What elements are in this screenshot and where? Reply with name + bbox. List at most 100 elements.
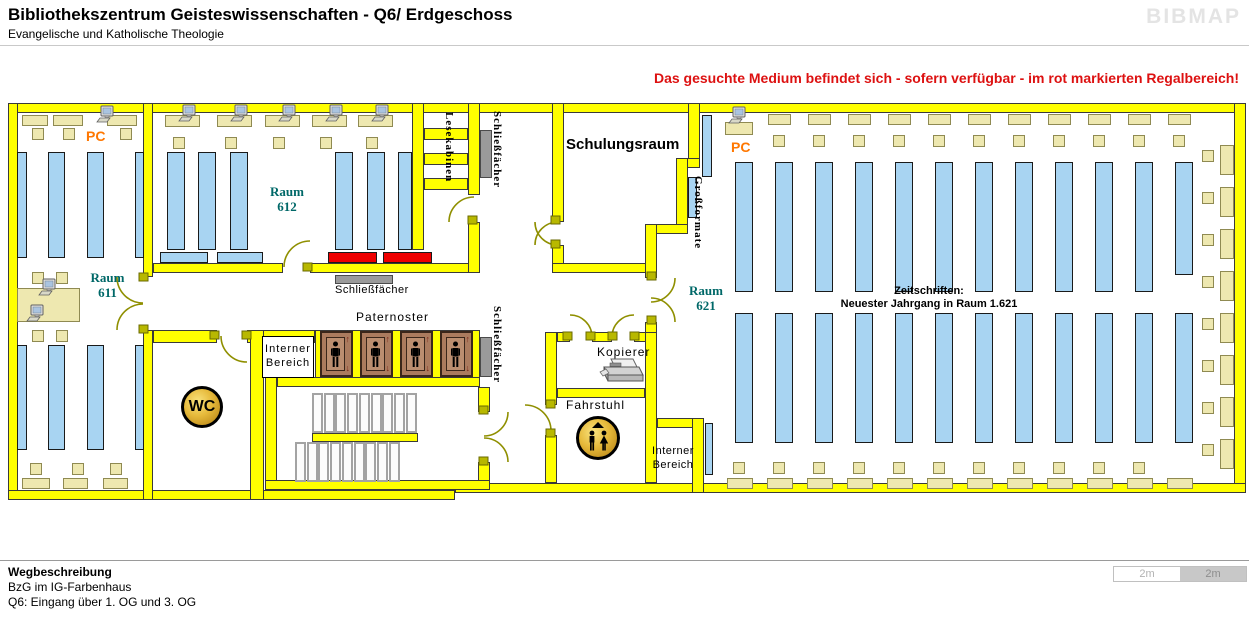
down-arrow-icon: ↓ — [425, 363, 431, 373]
scale-bar-segment-2: 2m — [1180, 567, 1246, 581]
bookshelf — [815, 162, 833, 292]
table — [53, 115, 83, 126]
wall — [424, 178, 468, 190]
label-fahrstuhl: Fahrstuhl — [566, 398, 626, 412]
down-arrow-icon: ↓ — [465, 363, 471, 373]
chair — [853, 135, 865, 147]
room-label-621-line1: Raum — [689, 283, 723, 298]
wall — [645, 224, 657, 278]
chair — [1053, 462, 1065, 474]
stair-step — [405, 393, 417, 433]
chair — [1013, 462, 1025, 474]
down-arrow-icon: ↓ — [385, 363, 391, 373]
label-interner-bereich-1: Interner Bereich — [262, 336, 314, 378]
table — [887, 478, 913, 489]
bookshelf — [935, 162, 953, 292]
bookshelf — [1015, 313, 1033, 443]
chair — [273, 137, 285, 149]
label-lesekabinen: Lesekabinen — [443, 112, 455, 183]
table — [1220, 355, 1234, 385]
chair — [1133, 462, 1145, 474]
wall — [592, 332, 612, 342]
room-label-621-line2: 621 — [696, 298, 716, 313]
stair-step — [318, 442, 330, 482]
bookshelf — [335, 152, 353, 250]
table — [1220, 229, 1234, 259]
chair — [120, 128, 132, 140]
table — [1088, 114, 1111, 125]
bookshelf — [167, 152, 185, 250]
scale-bar-segment-1: 2m — [1114, 567, 1180, 581]
bookshelf — [17, 152, 27, 258]
table — [103, 478, 128, 489]
wall — [8, 490, 455, 500]
door-arc — [116, 303, 144, 331]
bookshelf — [160, 252, 208, 263]
wall — [478, 387, 490, 412]
chair — [173, 137, 185, 149]
bookshelf — [1095, 162, 1113, 292]
chair — [1053, 135, 1065, 147]
pc-icon — [95, 105, 115, 125]
bookshelf — [735, 162, 753, 292]
stair-step — [312, 393, 323, 433]
chair — [853, 462, 865, 474]
chair — [56, 272, 68, 284]
stair-step — [330, 442, 342, 482]
bookshelf — [735, 313, 753, 443]
chair — [1202, 150, 1214, 162]
wall — [676, 158, 688, 234]
table — [1220, 145, 1234, 175]
up-arrow-icon: ↑ — [385, 334, 391, 344]
stair-landing — [312, 433, 418, 442]
chair — [32, 128, 44, 140]
label-zeitschriften: Zeitschriften: Neuester Jahrgang in Raum… — [809, 285, 1049, 311]
pc-icon — [229, 104, 249, 124]
chair — [30, 463, 42, 475]
bookshelf — [48, 345, 65, 450]
fahrstuhl-icon — [576, 416, 620, 460]
chair — [225, 137, 237, 149]
wall — [250, 330, 264, 500]
down-arrow-icon: ↓ — [345, 363, 351, 373]
room-label-612-line2: 612 — [277, 199, 297, 214]
page-title: Bibliothekszentrum Geisteswissenschaften… — [8, 5, 513, 24]
chair — [32, 272, 44, 284]
label-interner-bereich-2: Interner Bereich — [650, 444, 696, 472]
bookshelf — [975, 162, 993, 292]
chair — [72, 463, 84, 475]
label-kopierer: Kopierer — [597, 345, 651, 359]
table — [1128, 114, 1151, 125]
bibmap-logo: BIBMAP — [1146, 5, 1241, 28]
pc-icon — [25, 304, 45, 324]
label-paternoster: Paternoster — [356, 310, 430, 324]
bookshelf — [895, 162, 913, 292]
door-arc — [448, 196, 475, 223]
scale-bar: 2m 2m — [1113, 566, 1247, 582]
interner-bereich-1-line2: Bereich — [265, 357, 311, 369]
chair — [63, 128, 75, 140]
wall — [552, 103, 564, 222]
marked-bookshelf — [383, 252, 432, 263]
wall — [412, 103, 424, 250]
table — [1220, 397, 1234, 427]
wall — [688, 103, 700, 163]
room-label-schulungsraum: Schulungsraum — [566, 136, 680, 153]
stair-step — [347, 393, 359, 433]
door-arc — [220, 335, 248, 363]
table — [1008, 114, 1031, 125]
bookshelf — [87, 152, 104, 258]
pc-icon — [277, 104, 297, 124]
bookshelf — [1135, 162, 1153, 292]
room-label-611: Raum 611 — [80, 270, 135, 300]
chair — [366, 137, 378, 149]
up-arrow-icon: ↑ — [465, 334, 471, 344]
table — [928, 114, 951, 125]
chair — [1093, 135, 1105, 147]
stair-step — [388, 442, 400, 482]
chair — [1202, 192, 1214, 204]
footer-entrance-note: Q6: Eingang über 1. OG und 3. OG — [8, 595, 197, 609]
table — [727, 478, 753, 489]
bookshelf — [230, 152, 248, 250]
